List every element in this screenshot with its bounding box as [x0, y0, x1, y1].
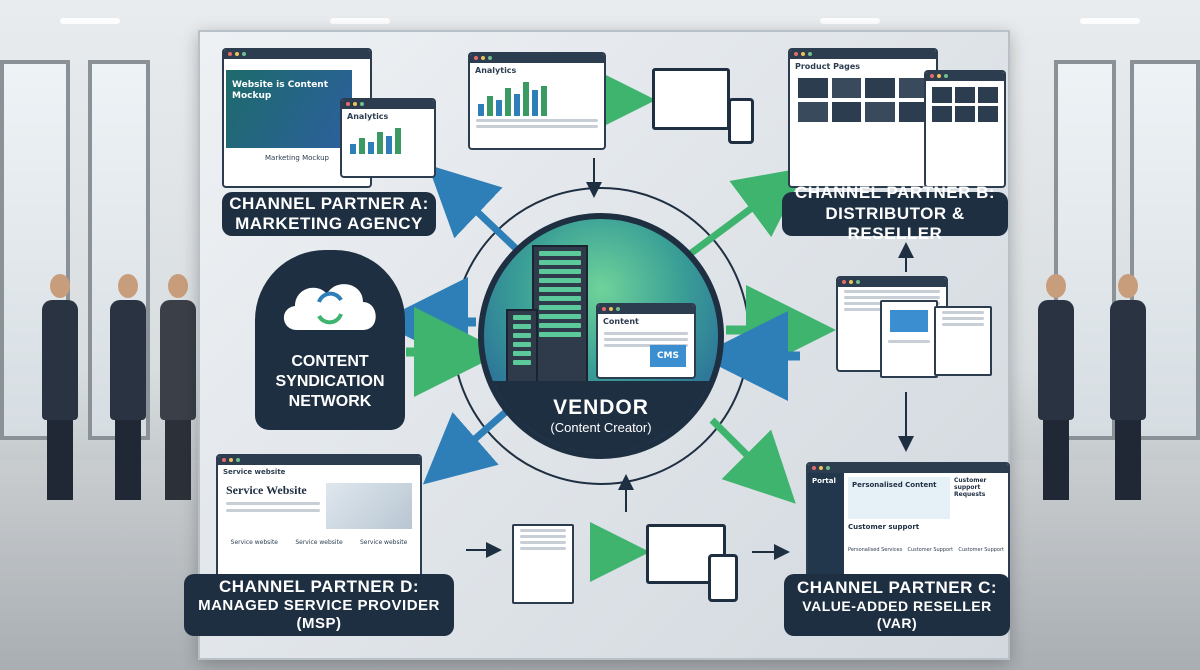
analytics-dashboard-title: Analytics	[475, 66, 517, 75]
business-person	[110, 274, 146, 500]
partner-c-card: Personalised Services	[848, 547, 903, 553]
business-person	[1110, 274, 1146, 500]
partner-d-card: Service website	[359, 539, 408, 546]
partner-a-hero: Website is Content Mockup	[226, 70, 352, 148]
partner-a-section: Marketing Mockup	[264, 154, 329, 162]
business-person	[1038, 274, 1074, 500]
partner-b-shop-title: Product Pages	[795, 62, 861, 71]
partner-a-line1: CHANNEL PARTNER A:	[229, 193, 429, 213]
partner-d-hero: Service Website	[226, 483, 307, 497]
partner-a-analytics-title: Analytics	[347, 112, 389, 121]
partner-c-card: Customer Support	[907, 547, 954, 553]
partner-d-card: Service website	[230, 539, 278, 546]
ceiling-light	[330, 18, 390, 24]
network-line1: CONTENT	[291, 353, 369, 370]
partner-c-line1: CHANNEL PARTNER C:	[796, 578, 998, 597]
partner-d-hero-photo	[326, 483, 412, 529]
partner-c-label: CHANNEL PARTNER C: VALUE-ADDED RESELLER …	[784, 574, 1010, 636]
cms-badge: CMS	[649, 345, 686, 367]
cms-content-label: Content	[603, 317, 639, 326]
partner-c-support-head: Customer support Requests	[954, 477, 987, 498]
network-line2: SYNDICATION	[275, 373, 385, 390]
partner-c-sidebar: Portal	[808, 473, 844, 589]
partner-b-shop-mockup: Product Pages	[788, 48, 938, 188]
business-person	[42, 274, 78, 500]
vendor-subtitle: (Content Creator)	[550, 420, 652, 435]
vendor-title: VENDOR	[553, 396, 649, 419]
ceiling-light	[820, 18, 880, 24]
cloud-sync-icon	[283, 284, 376, 330]
office-window	[0, 60, 70, 440]
partner-d-website-mockup: Service website Service Website Service …	[216, 454, 422, 584]
partner-d-card: Service website	[295, 539, 343, 546]
partner-a-label: CHANNEL PARTNER A: MARKETING AGENCY	[222, 192, 436, 236]
partner-a-line2: MARKETING AGENCY	[235, 214, 423, 233]
cms-screen: Content CMS	[596, 303, 696, 379]
partner-b-label: CHANNEL PARTNER B: DISTRIBUTOR & RESELLE…	[782, 183, 1008, 243]
partner-d-line2: MANAGED SERVICE PROVIDER (MSP)	[198, 597, 440, 633]
partner-b-line2: DISTRIBUTOR & RESELLER	[825, 203, 965, 244]
partner-d-nav: Service website	[223, 468, 286, 476]
business-person	[160, 274, 196, 500]
document-page-icon	[934, 306, 992, 376]
arrow-to-partner-c	[709, 417, 796, 504]
partner-b-line1: CHANNEL PARTNER B:	[794, 183, 996, 203]
vendor-hub: Content CMS VENDOR (Content Creator)	[478, 213, 724, 459]
desktop-monitor-icon	[652, 68, 730, 130]
ceiling-light	[1080, 18, 1140, 24]
ceiling-light	[60, 18, 120, 24]
partner-c-line2: VALUE-ADDED RESELLER (VAR)	[802, 598, 992, 632]
content-syndication-network: CONTENT SYNDICATION NETWORK	[255, 250, 405, 430]
partner-c-hero: Personalised Content	[848, 477, 950, 519]
document-page-icon	[512, 524, 574, 604]
document-page-icon	[880, 300, 938, 378]
partner-d-label: CHANNEL PARTNER D: MANAGED SERVICE PROVI…	[184, 574, 454, 636]
mobile-device-icon	[728, 98, 754, 144]
arrow-to-partner-b	[687, 167, 807, 257]
mobile-device-icon	[708, 554, 738, 602]
partner-a-analytics-mockup: Analytics	[340, 98, 436, 178]
network-line3: NETWORK	[288, 393, 372, 410]
partner-a-site-title: Website is Content Mockup	[232, 80, 329, 101]
partner-b-catalog-mockup	[924, 70, 1006, 188]
partner-c-card: Customer Support	[958, 547, 1004, 553]
vendor-band	[484, 381, 718, 453]
partner-c-portal-mockup: Portal Personalised Content Customer sup…	[806, 462, 1010, 592]
partner-c-support-title: Customer support	[848, 523, 920, 531]
analytics-dashboard-mockup: Analytics	[468, 52, 606, 150]
server-rack-icon	[532, 245, 588, 395]
partner-d-line1: CHANNEL PARTNER D:	[218, 576, 420, 596]
partner-c-portal-title: Portal	[812, 477, 836, 485]
